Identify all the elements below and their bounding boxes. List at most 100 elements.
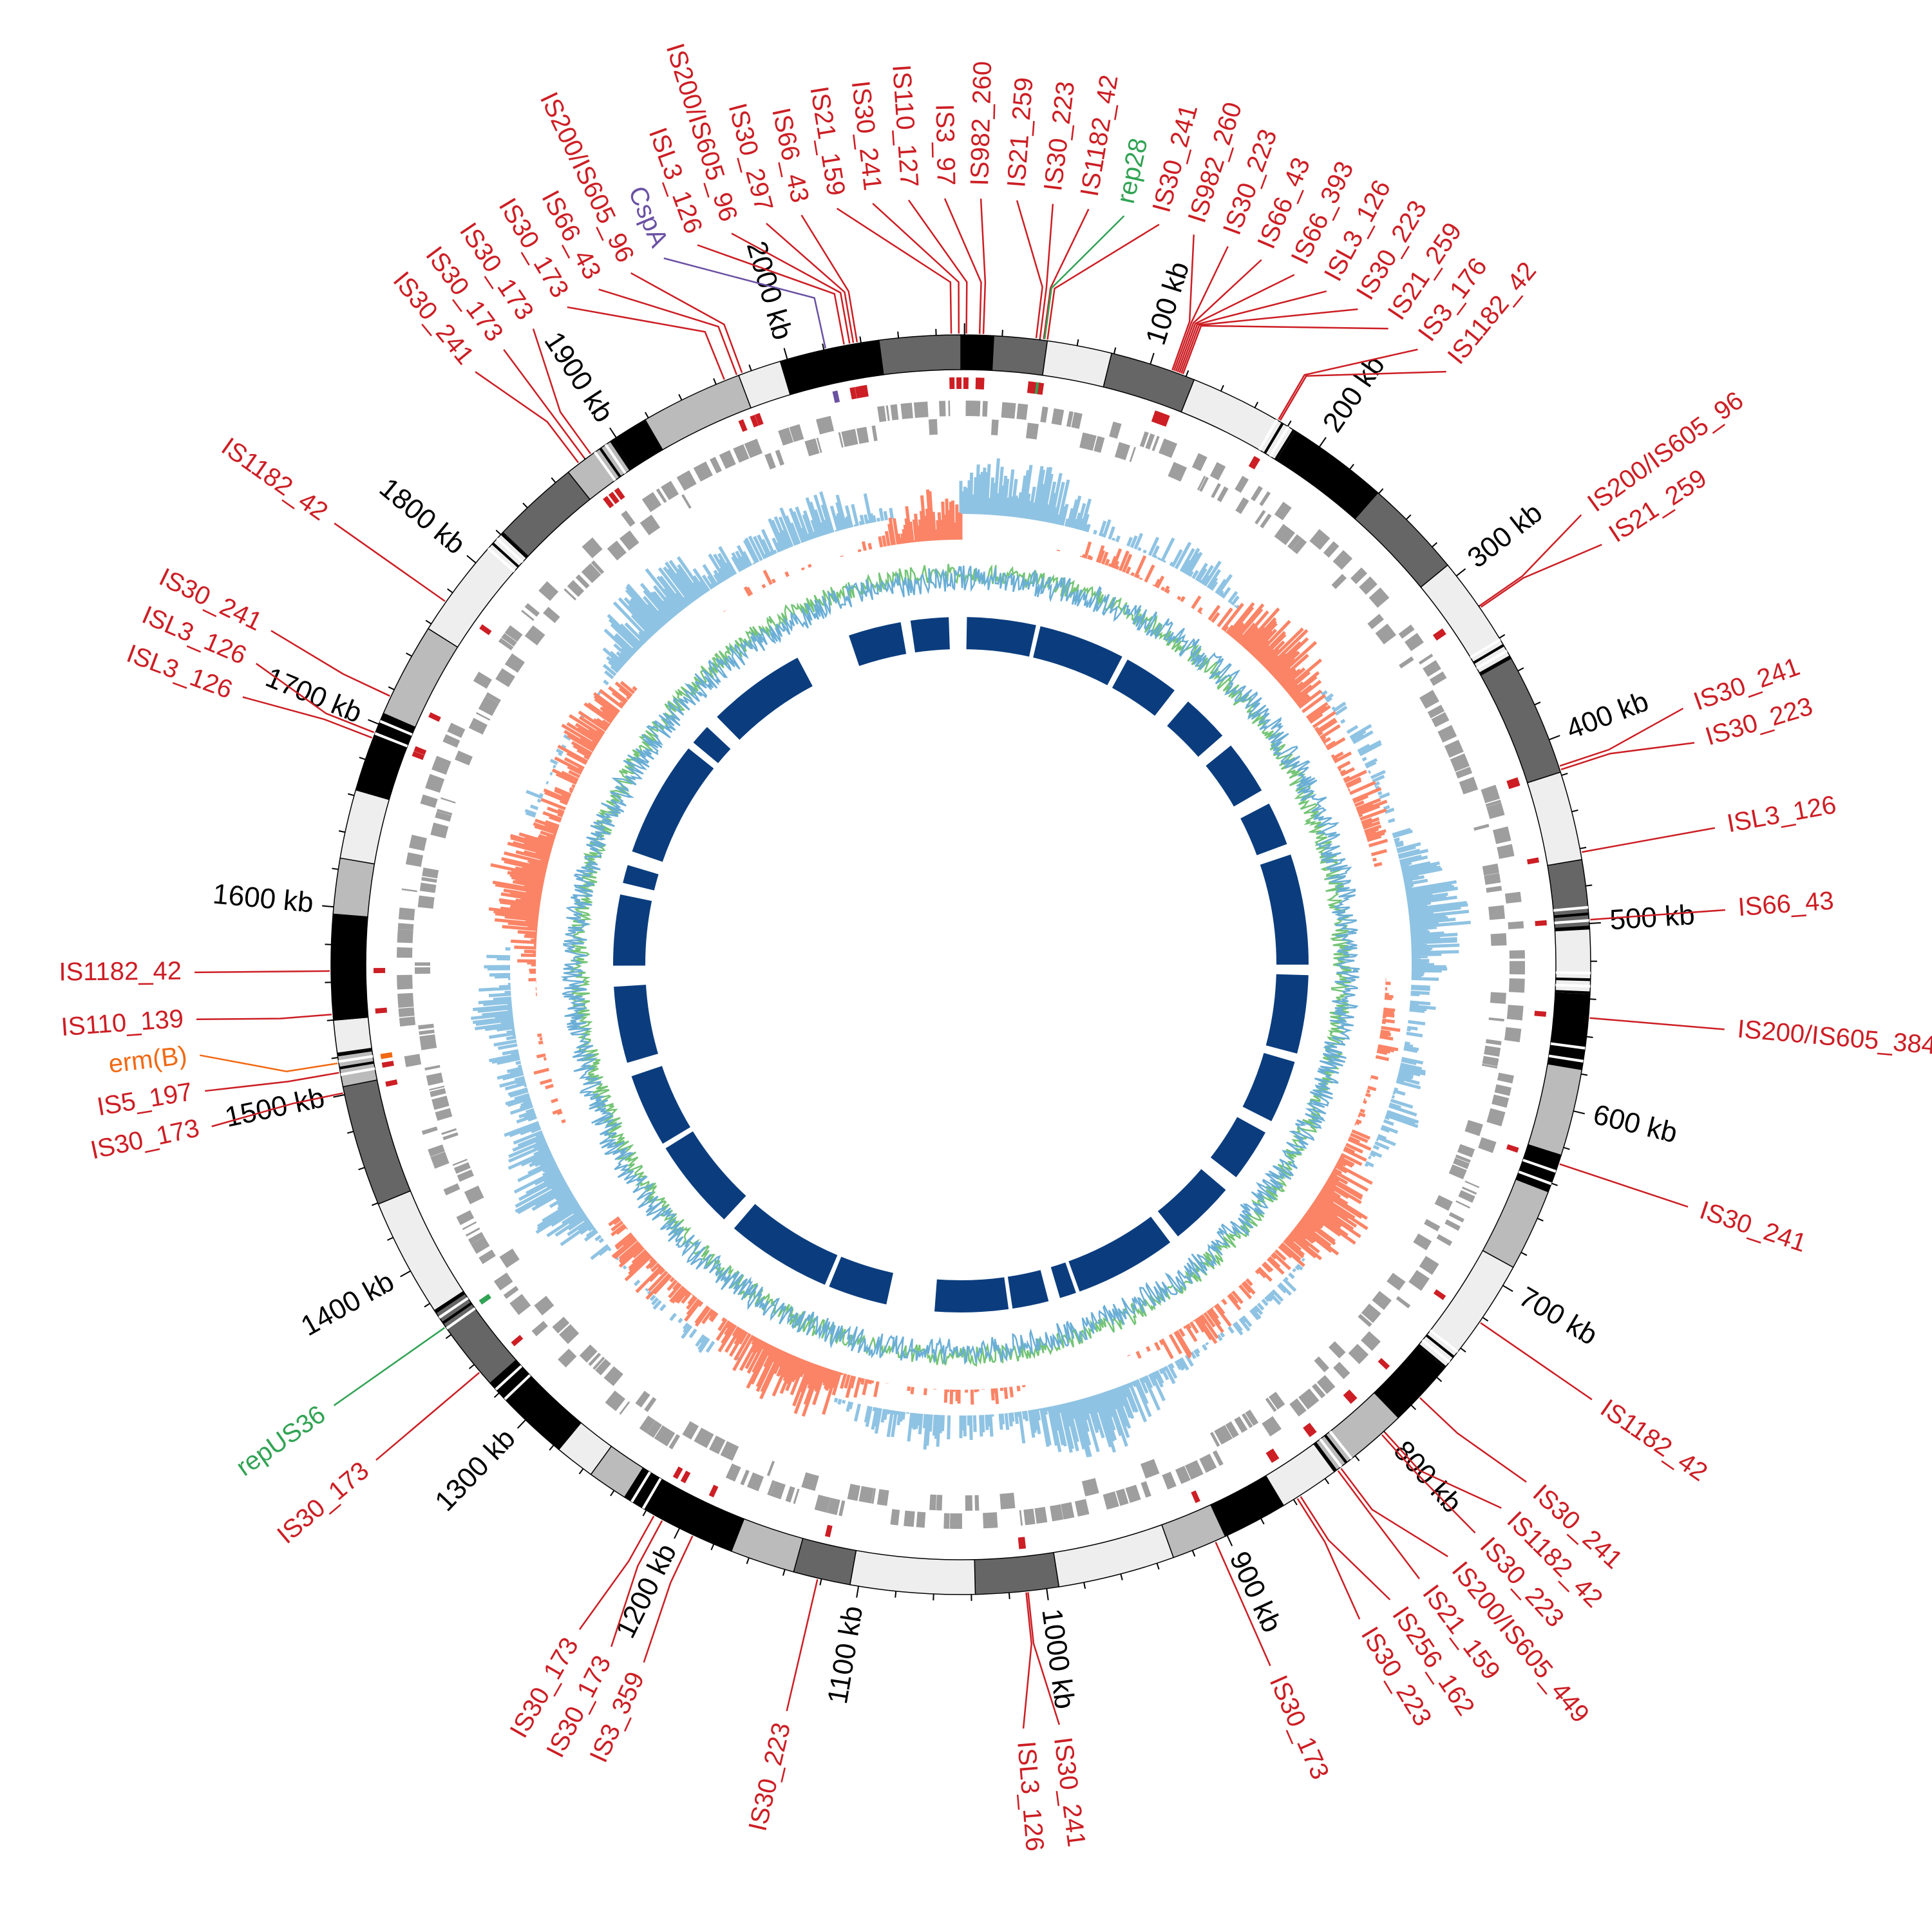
feature-leader-line	[1419, 1397, 1527, 1483]
gene-block	[804, 438, 820, 457]
feature-leader-line	[1560, 742, 1695, 771]
gene-block	[1141, 1459, 1160, 1479]
feature-leader-line	[1215, 1542, 1271, 1667]
gene-block	[733, 444, 750, 463]
gene-block	[1001, 402, 1016, 419]
gene-block	[1061, 1502, 1075, 1520]
feature-label: ISL3_126	[1012, 1740, 1049, 1852]
feature-leader-line	[1296, 1498, 1361, 1620]
axis-tick	[1573, 1110, 1585, 1115]
feature-leader-line	[697, 244, 845, 345]
synteny-block	[613, 894, 652, 966]
gene-block	[464, 1185, 484, 1205]
axis-tick	[387, 1236, 393, 1241]
ideogram-stripe	[1470, 638, 1501, 659]
gene-block	[639, 515, 661, 536]
feature-marker	[1345, 1389, 1358, 1402]
axis-tick	[551, 477, 556, 484]
gene-block	[746, 1472, 764, 1492]
feature-marker	[824, 1524, 833, 1538]
axis-tick	[333, 1094, 345, 1098]
feature-marker-track	[374, 377, 1547, 1549]
gene-block	[419, 1029, 435, 1036]
synteny-block	[1260, 854, 1309, 965]
gene-block	[789, 424, 804, 442]
gene-block	[1269, 1392, 1285, 1410]
feature-label: rep28	[1112, 136, 1153, 206]
gene-block	[501, 633, 517, 647]
axis-tick	[1318, 437, 1327, 448]
gene-block	[1184, 1460, 1204, 1480]
gene-block	[430, 1151, 450, 1169]
ideogram-stripe	[1555, 983, 1591, 988]
gene-block	[1333, 1361, 1350, 1379]
gene-block	[676, 470, 697, 491]
feature-label: IS30_223	[1039, 80, 1080, 193]
gene-block	[1418, 654, 1434, 665]
axis-tick	[1083, 1582, 1086, 1589]
feature-marker	[680, 1470, 691, 1484]
feature-marker	[1018, 1537, 1025, 1549]
gene-block	[504, 653, 525, 673]
ideogram-stripe	[593, 451, 616, 482]
feature-label: IS3_97	[930, 104, 960, 186]
synteny-block	[1210, 1117, 1265, 1177]
gene-block	[838, 432, 844, 448]
gene-block	[473, 672, 492, 689]
gene-block	[1509, 950, 1525, 959]
axis-tick	[424, 1303, 431, 1308]
axis-tick-label: 1500 kb	[222, 1082, 327, 1133]
gene-block	[453, 1162, 471, 1174]
gene-block	[1481, 1063, 1498, 1069]
gene-block	[564, 588, 577, 601]
gene-block	[710, 457, 722, 474]
gene-block	[435, 811, 452, 822]
feature-marker	[849, 387, 857, 400]
gene-block	[1094, 436, 1105, 453]
synteny-block	[1242, 1052, 1295, 1121]
feature-label: IS30_241	[1048, 1736, 1091, 1849]
gene-block	[406, 852, 424, 867]
axis-tick	[1580, 1073, 1588, 1076]
gene-block	[619, 1401, 630, 1415]
feature-leader-line	[907, 200, 968, 334]
gene-block	[801, 1472, 819, 1492]
synteny-block	[966, 617, 1036, 657]
axis-tick	[516, 1419, 526, 1429]
ideogram-stripe	[625, 1468, 646, 1499]
axis-tick	[1156, 1563, 1160, 1570]
ideogram-stripe	[1516, 1176, 1550, 1191]
feature-marker	[603, 496, 614, 509]
feature-label: IS21_259	[1002, 77, 1038, 189]
feature-marker	[1434, 630, 1446, 641]
feature-leader-line	[1384, 1432, 1502, 1509]
feature-leader-line	[663, 257, 827, 349]
gc-content-track	[471, 458, 1471, 1458]
gene-block	[1509, 961, 1525, 975]
feature-leader-line	[1171, 234, 1195, 371]
feature-leader-line	[611, 1520, 663, 1647]
axis-tick-label: 1700 kb	[261, 661, 366, 729]
axis-tick	[782, 1569, 786, 1576]
gene-block	[534, 1296, 554, 1316]
gene-block	[1485, 799, 1502, 808]
ideogram-stripe	[1274, 429, 1295, 460]
skew-line-green	[568, 564, 1352, 1367]
gene-block	[1197, 475, 1206, 491]
feature-marker	[956, 377, 962, 390]
gene-block	[415, 967, 431, 974]
feature-marker	[862, 384, 869, 397]
synteny-block	[717, 658, 813, 740]
feature-label: IS1182_42	[216, 432, 333, 526]
axis-tick	[609, 427, 617, 438]
ideogram-band	[332, 1016, 373, 1054]
ideogram-stripe	[500, 533, 528, 559]
feature-marker	[375, 1007, 388, 1014]
ideogram-band	[339, 789, 390, 865]
gene-block	[595, 1358, 611, 1376]
gene-block	[1129, 446, 1136, 462]
axis-tick	[1287, 420, 1292, 427]
ideogram-stripe	[1518, 1170, 1552, 1186]
ideogram-stripe	[604, 444, 627, 475]
axis-tick	[678, 393, 683, 401]
